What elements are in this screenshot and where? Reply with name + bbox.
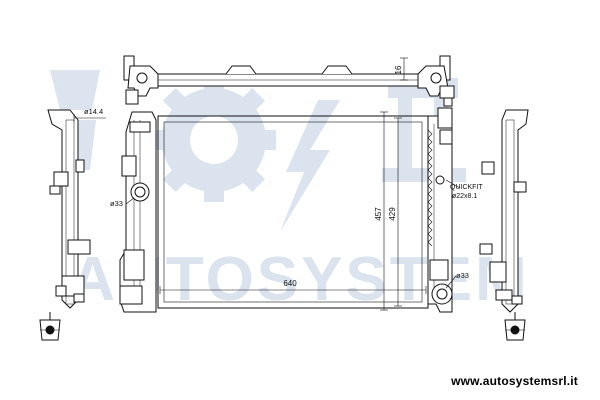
top-mounting-bar <box>155 65 429 87</box>
quickfit-label: QUICKFIT <box>450 184 483 191</box>
dim-bottom-port-label: ø33 <box>456 271 469 280</box>
right-tank-fins <box>427 129 433 247</box>
left-mount-grommet-icon <box>39 312 61 341</box>
quickfit-leader-line <box>445 179 461 189</box>
quickfit-diameter-label: ø22x8.1 <box>452 193 477 200</box>
dim-top-bracket-height <box>400 57 408 81</box>
dim-overall-height <box>380 111 388 311</box>
dim-overall-height-label: 457 <box>374 207 383 221</box>
top-right-bracket <box>417 55 455 107</box>
dim-core-height-label: 429 <box>388 207 397 221</box>
bottom-port-leader-line <box>445 275 457 289</box>
right-side-view <box>479 109 529 313</box>
dim-left-pin <box>73 114 106 122</box>
dim-core-width <box>159 286 427 294</box>
right-mount-grommet-icon <box>504 312 526 341</box>
watermark-bolt-icon <box>280 100 340 232</box>
top-left-bracket <box>123 55 159 105</box>
dim-core-width-label: 640 <box>283 279 297 288</box>
watermark-gear-icon <box>152 78 276 202</box>
dim-core-height <box>394 117 402 307</box>
dim-left-port-label: ø33 <box>110 199 123 208</box>
right-tank <box>427 107 453 313</box>
dim-top-bracket-height-label: 16 <box>394 65 403 74</box>
website-url[interactable]: www.autosystemsrl.it <box>451 374 578 388</box>
left-tank <box>119 111 157 313</box>
left-side-view <box>47 109 91 309</box>
dim-left-pin-label: ø14.4 <box>84 107 103 116</box>
